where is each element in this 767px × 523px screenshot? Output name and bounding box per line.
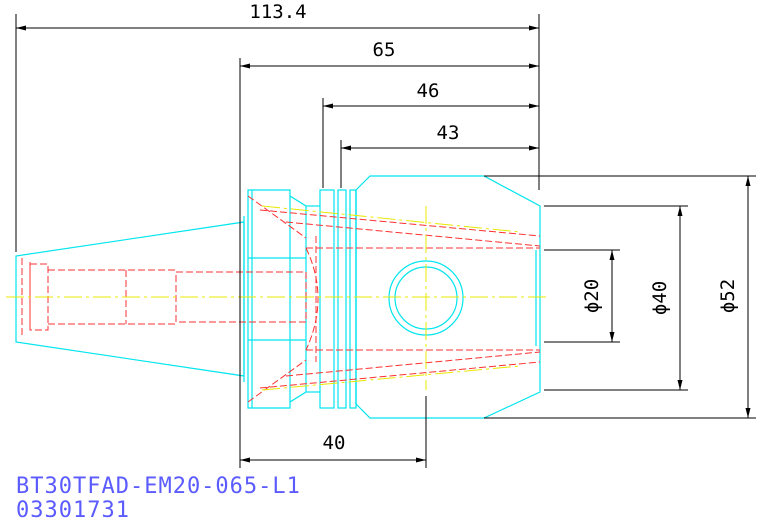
dim-length-46: 46 <box>417 80 440 102</box>
dim-length-43: 43 <box>437 122 460 144</box>
model-number: BT30TFAD-EM20-065-L1 <box>16 474 301 499</box>
dim-overall-length: 113.4 <box>249 1 306 23</box>
center-lines <box>6 205 548 391</box>
hidden-lines <box>21 195 541 403</box>
dimension-lines <box>15 14 756 468</box>
dim-dia-20: ϕ20 <box>581 279 603 313</box>
part-code: 03301731 <box>16 498 130 523</box>
dim-dia-40: ϕ40 <box>649 281 671 315</box>
dim-dia-52: ϕ52 <box>717 279 739 313</box>
dim-gauge-length: 65 <box>373 39 396 61</box>
dim-offset-40: 40 <box>323 432 346 454</box>
